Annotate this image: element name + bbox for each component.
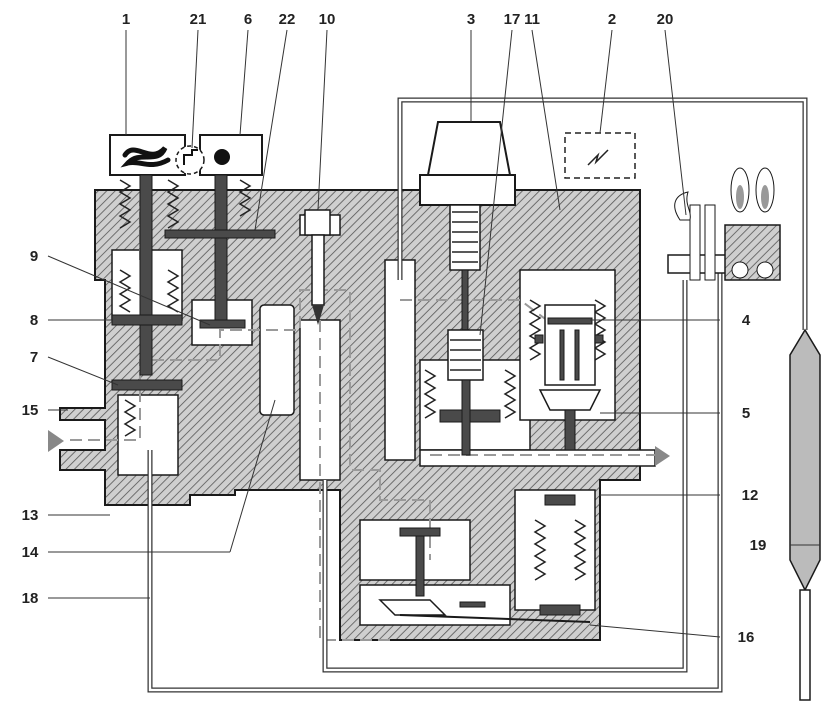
dot-symbol-icon xyxy=(214,149,230,165)
label-18: 18 xyxy=(22,590,39,607)
label-9: 9 xyxy=(30,248,38,265)
springs xyxy=(118,179,607,581)
label-10: 10 xyxy=(319,11,336,28)
label-1: 1 xyxy=(122,11,130,28)
label-7: 7 xyxy=(30,349,38,366)
label-22: 22 xyxy=(279,11,296,28)
label-8: 8 xyxy=(30,312,38,329)
label-17: 17 xyxy=(504,11,521,28)
adjusting-needle xyxy=(304,209,331,325)
label-12: 12 xyxy=(742,487,759,504)
off-button xyxy=(199,134,263,176)
gas-inlet-arrow xyxy=(48,430,64,452)
label-16: 16 xyxy=(738,629,755,646)
gas-outlet-arrow xyxy=(655,446,670,466)
label-11: 11 xyxy=(524,11,540,28)
label-3: 3 xyxy=(467,11,475,28)
label-4: 4 xyxy=(742,312,751,329)
label-15: 15 xyxy=(22,402,39,419)
label-2: 2 xyxy=(608,11,616,28)
magnetic-unit xyxy=(534,304,604,451)
ignition-box xyxy=(564,132,636,179)
label-14: 14 xyxy=(22,544,39,561)
leader-lines xyxy=(47,29,820,638)
thermostat-head xyxy=(419,121,516,456)
pilot-burner xyxy=(667,167,781,281)
knob-assembly xyxy=(109,134,263,176)
label-20: 20 xyxy=(657,11,674,28)
pilot-flame-icon xyxy=(674,191,691,221)
flame-symbol-icon xyxy=(120,146,171,168)
pressure-regulator xyxy=(378,494,591,623)
interlock-circle xyxy=(175,145,205,175)
label-5: 5 xyxy=(742,405,750,422)
label-6: 6 xyxy=(244,11,252,28)
part-labels: 1 21 6 22 10 3 17 11 2 20 9 8 4 7 15 5 1… xyxy=(22,11,767,646)
label-21: 21 xyxy=(190,11,207,28)
label-13: 13 xyxy=(22,507,39,524)
thermostat-bulb xyxy=(789,328,821,592)
label-19: 19 xyxy=(750,537,767,554)
capillary-tubes xyxy=(147,97,808,693)
